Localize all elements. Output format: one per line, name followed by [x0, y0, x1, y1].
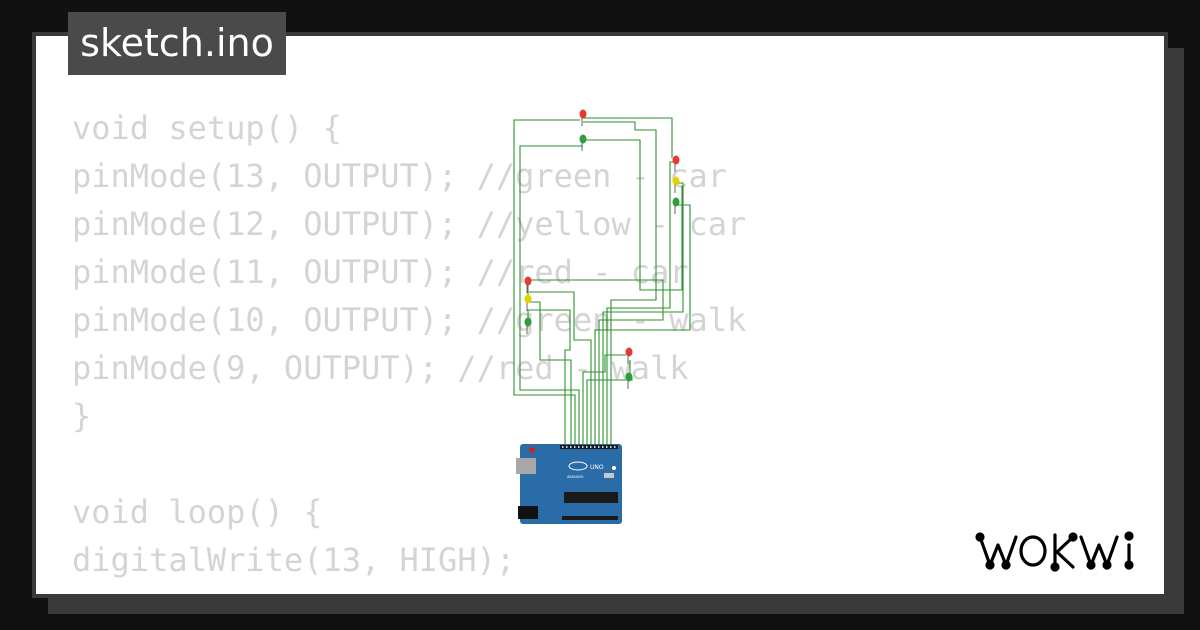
code-line: } [72, 397, 92, 435]
code-line: void loop() { [72, 493, 323, 531]
led-green [579, 134, 587, 151]
led-group [524, 109, 680, 389]
svg-text:UNO: UNO [590, 464, 604, 471]
code-block: void setup() { pinMode(13, OUTPUT); //gre… [72, 104, 747, 594]
code-line: pinMode(13, OUTPUT); //green - car [72, 157, 728, 195]
wires [513, 117, 691, 444]
code-line: pinMode(9, OUTPUT); //red - walk [72, 349, 689, 387]
filename-tab: sketch.ino [68, 12, 286, 75]
svg-text:ARDUINO: ARDUINO [567, 475, 584, 479]
code-line: pinMode(10, OUTPUT); //green - walk [72, 301, 747, 339]
led-green [672, 197, 680, 214]
code-line: pinMode(12, OUTPUT); //yellow - car [72, 205, 747, 243]
code-line: digitalWrite(13, LOW); [72, 584, 746, 594]
led-green [524, 317, 532, 334]
led-yellow [672, 176, 680, 193]
preview-card: void setup() { pinMode(13, OUTPUT); //gre… [32, 32, 1168, 598]
code-line: void setup() { [72, 109, 342, 147]
code-line: pinMode(11, OUTPUT); //red - car [72, 253, 689, 291]
wokwi-logo [975, 531, 1134, 572]
led-red [524, 276, 532, 293]
code-line: digitalWrite(13, HIGH); [72, 541, 516, 579]
led-yellow [524, 294, 532, 311]
led-red [672, 155, 680, 172]
led-red [579, 109, 587, 126]
led-green [625, 372, 633, 389]
arduino-uno-board: UNO ARDUINO [516, 444, 622, 524]
led-red [625, 347, 633, 364]
